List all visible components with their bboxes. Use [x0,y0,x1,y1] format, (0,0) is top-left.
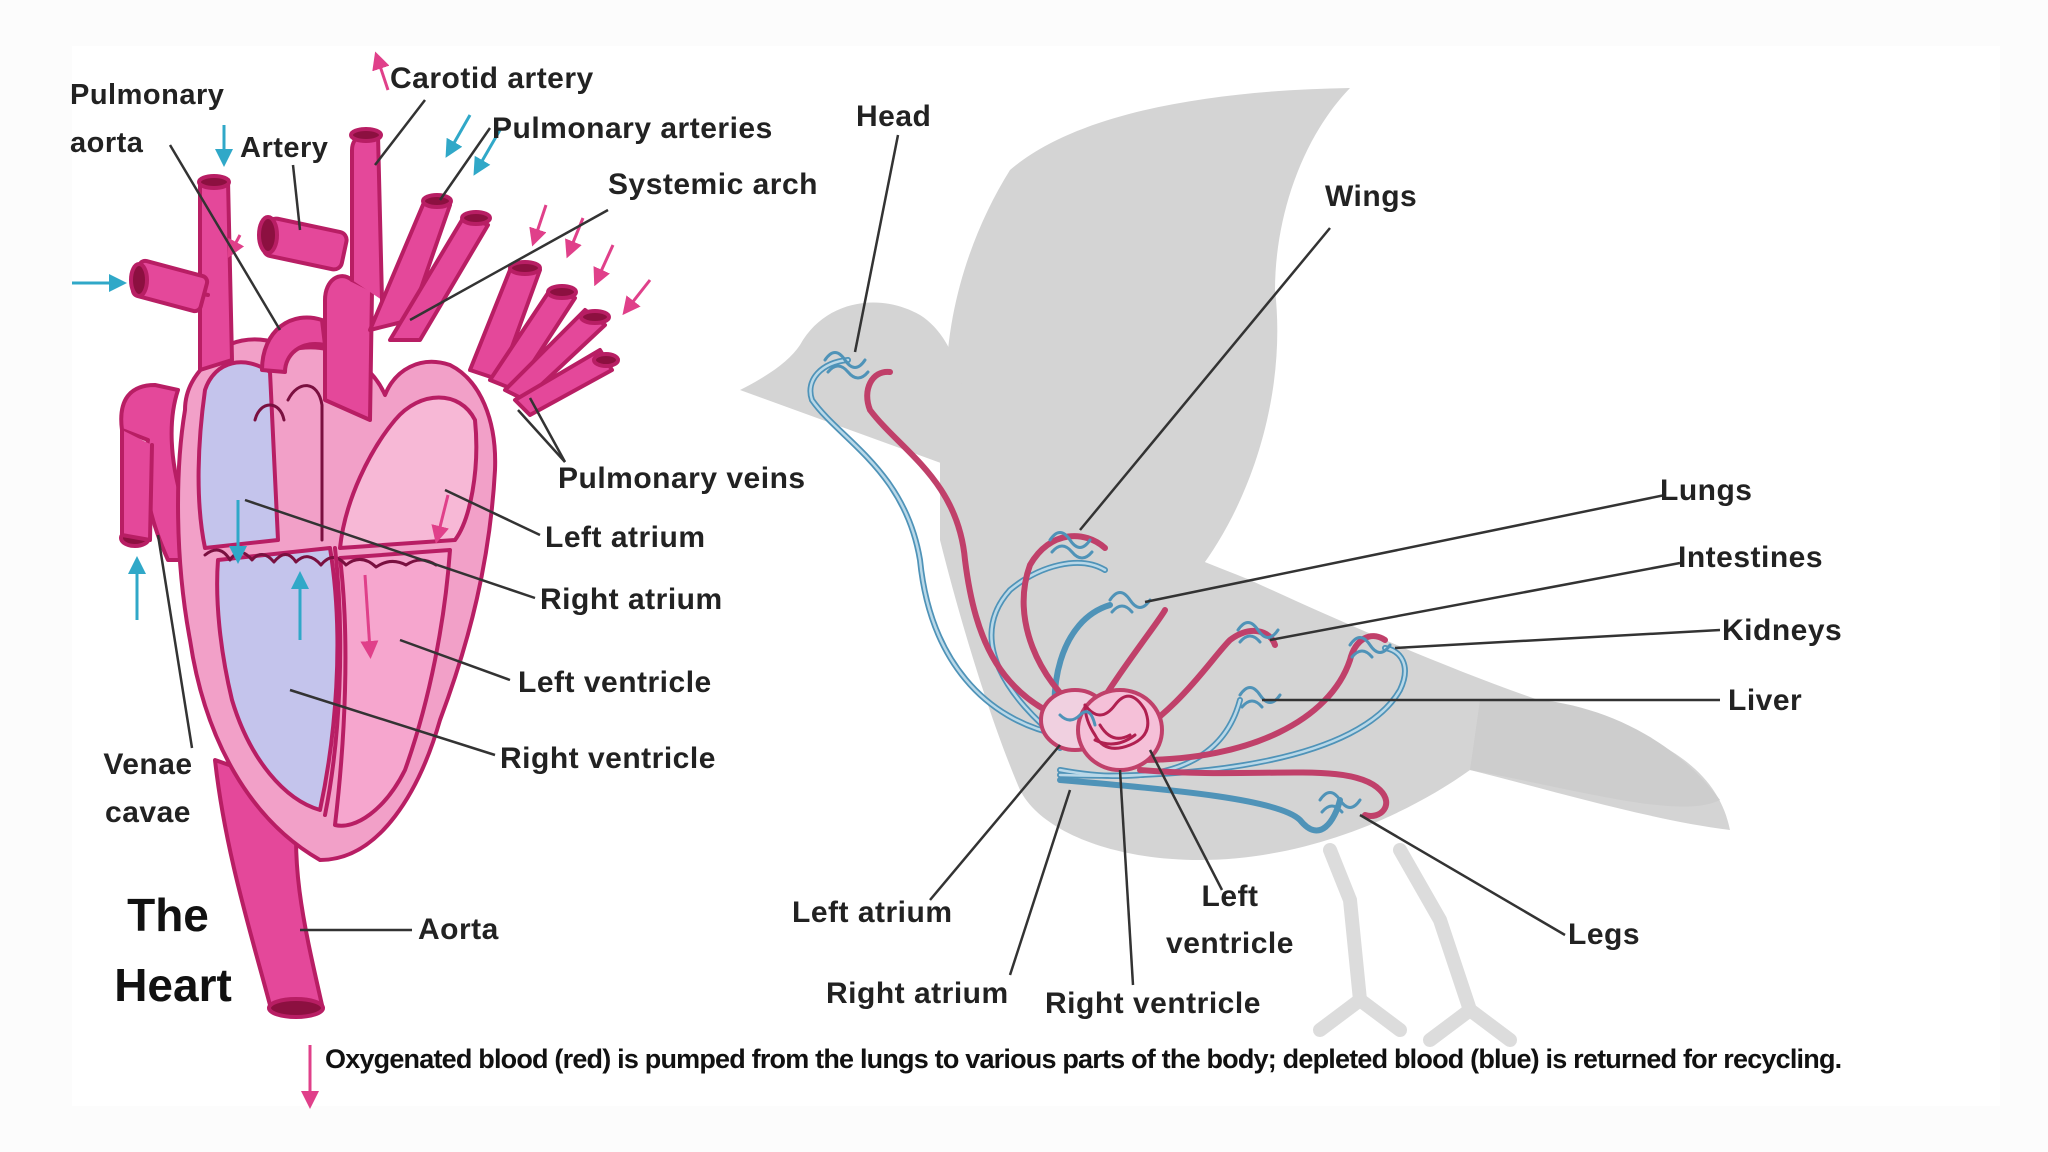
label-head: Head [856,100,932,133]
label-right-atrium: Right atrium [540,583,723,616]
carotid-trunk [350,131,384,302]
leg-vein [1057,777,1343,834]
heart-drawing [119,127,620,1019]
label-lungs: Lungs [1660,474,1753,507]
label-bird-left-atrium: Left atrium [792,896,953,929]
bird-legs [1313,843,1517,1047]
label-carotid-artery: Carotid artery [390,62,594,95]
capillary-beds [823,351,1392,814]
label-left-ventricle: Left ventricle [518,666,712,699]
heart-title-line1: The [127,889,209,941]
label-kidneys: Kidneys [1722,614,1843,647]
label-bird-left-ventricle-line2: ventricle [1166,927,1294,960]
heart-leader-lines [156,99,609,932]
heart-arrows [72,51,652,1109]
caption: Oxygenated blood (red) is pumped from th… [325,1044,1842,1074]
right-ventricle-chamber [215,546,340,812]
aortic-arch [323,274,374,422]
label-pulmonary-aorta-line1: Pulmonary [70,79,225,111]
label-bird-left-ventricle-line1: Left [1201,880,1259,913]
label-pulmonary-arteries: Pulmonary arteries [492,112,773,145]
label-pulmonary-veins: Pulmonary veins [558,462,806,495]
wing-artery [1020,533,1108,715]
label-bird-right-atrium: Right atrium [826,977,1009,1010]
label-aorta: Aorta [418,913,499,946]
label-venae-cavae-line2: cavae [105,796,191,829]
label-liver: Liver [1728,684,1803,717]
bird-silhouette [740,88,1730,860]
left-ventricle-chamber [333,548,452,828]
label-legs: Legs [1568,918,1641,951]
heart-title-line2: Heart [114,959,232,1011]
label-left-atrium: Left atrium [545,521,706,554]
head-artery [864,368,1083,728]
leg-artery [1137,767,1390,819]
bird-heart [1039,688,1164,772]
label-right-ventricle: Right ventricle [500,742,716,775]
label-intestines: Intestines [1678,541,1824,574]
label-venae-cavae-line1: Venae [103,748,193,781]
pulmonary-aorta-trunk [260,315,327,374]
right-atrium-chamber [196,360,280,550]
label-bird-right-ventricle: Right ventricle [1045,987,1261,1020]
label-artery: Artery [240,132,329,164]
label-wings: Wings [1325,180,1418,213]
label-pulmonary-aorta-line2: aorta [70,127,144,159]
bird-leader-lines [853,134,1721,986]
label-systemic-arch: Systemic arch [608,168,818,201]
